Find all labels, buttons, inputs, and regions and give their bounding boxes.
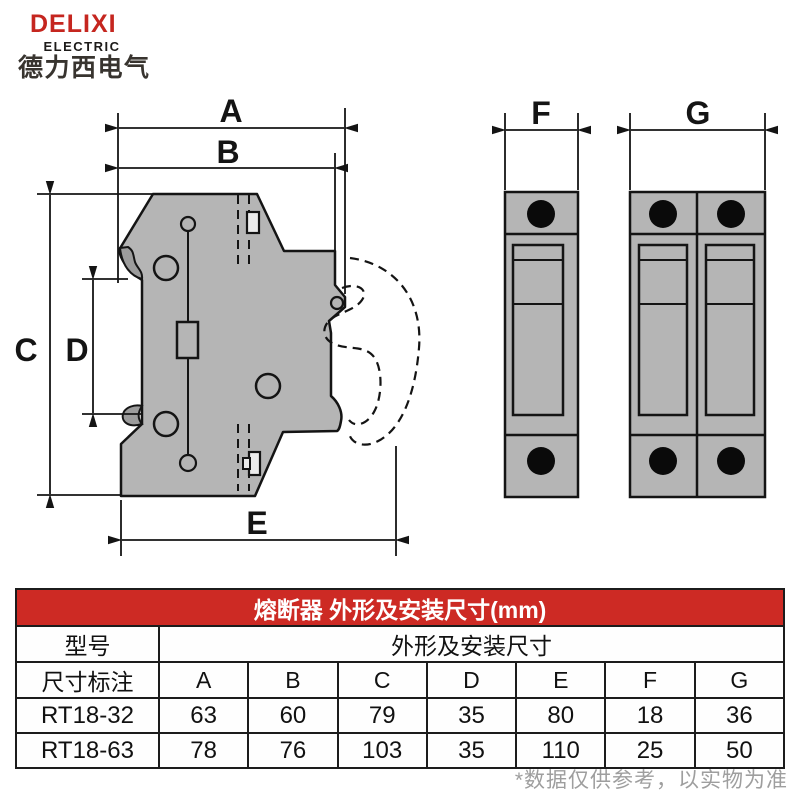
carrier-window [637,243,689,417]
dim-cell: F [604,661,696,699]
terminal-slot-tab [242,457,251,470]
pin-hole-bottom [178,453,198,473]
side-view-body [117,192,347,498]
dim-cell: B [247,661,339,699]
brand-name: DELIXI [30,10,117,38]
front-view-two-pole [628,190,767,499]
carrier-window [511,243,565,417]
latch-hole [329,295,345,311]
value-cell: 60 [247,697,339,734]
table-header-row: 型号 外形及安装尺寸 [15,625,785,663]
value-cell: 103 [336,732,428,769]
carrier-window [704,243,756,417]
mount-hole-bottom [152,410,180,438]
disclaimer-note: *数据仅供参考，以实物为准 [514,769,788,792]
value-cell: 110 [515,732,607,769]
dim-label-f: F [531,95,551,131]
dim-label-cell: 尺寸标注 [15,661,160,699]
dimension-drawing: A B C D E F G [14,93,778,556]
value-cell: 50 [693,732,786,769]
fuse-symbol [175,320,200,360]
span-header-cell: 外形及安装尺寸 [158,625,785,663]
value-cell: 25 [604,732,696,769]
dimension-annotations: A B C D E F G [14,93,778,556]
model-cell: RT18-32 [15,697,160,734]
terminal-screw-top [717,200,745,228]
terminal-screw-bottom [649,447,677,475]
din-clip-top [118,245,144,281]
dim-cell: G [693,661,786,699]
dim-label-e: E [246,505,267,541]
brand-chinese-name: 德力西电气 [18,54,151,82]
terminal-slot-top [245,210,261,235]
swing-open-carrier-dashed [323,256,421,446]
table-title: 熔断器 外形及安装尺寸(mm) [15,588,785,627]
terminal-screw-bottom [527,447,555,475]
terminal-screw-top [649,200,677,228]
mount-hole-right [254,372,282,400]
value-cell: 63 [157,697,250,734]
value-cell: 80 [515,697,607,734]
dim-cell: C [336,661,428,699]
value-cell: 36 [693,697,786,734]
model-cell: RT18-63 [15,732,160,769]
dim-cell: E [515,661,607,699]
dim-label-g: G [686,95,711,131]
value-cell: 35 [425,697,518,734]
brand-logo: DELIXI ELECTRIC 德力西电气 [18,12,151,81]
front-view-single-pole [503,190,580,499]
terminal-screw-bottom [717,447,745,475]
brand-subtitle: ELECTRIC [43,39,121,54]
mount-hole-top [152,254,180,282]
terminal-screw-top [527,200,555,228]
side-view [117,192,421,498]
value-cell: 78 [157,732,250,769]
dim-letters-row: 尺寸标注 A B C D E F G [15,661,786,699]
value-cell: 76 [247,732,339,769]
table-title-row: 熔断器 外形及安装尺寸(mm) [15,588,785,627]
pole-body [503,190,580,499]
value-cell: 18 [604,697,696,734]
value-cell: 79 [336,697,428,734]
pin-hole-top [179,215,197,233]
dim-label-c: C [14,332,37,368]
dim-label-a: A [219,93,242,129]
table-row: RT18-32 63 60 79 35 80 18 36 [15,697,786,734]
dim-cell: A [157,661,250,699]
table-row: RT18-63 78 76 103 35 110 25 50 [15,732,786,769]
model-header-cell: 型号 [15,625,160,663]
value-cell: 35 [425,732,518,769]
dim-label-b: B [216,134,239,170]
dimensions-table: 熔断器 外形及安装尺寸(mm) 型号 外形及安装尺寸 尺寸标注 A B C D … [15,588,786,769]
dim-cell: D [425,661,518,699]
dim-label-d: D [65,332,88,368]
din-clip-bottom [121,404,144,427]
